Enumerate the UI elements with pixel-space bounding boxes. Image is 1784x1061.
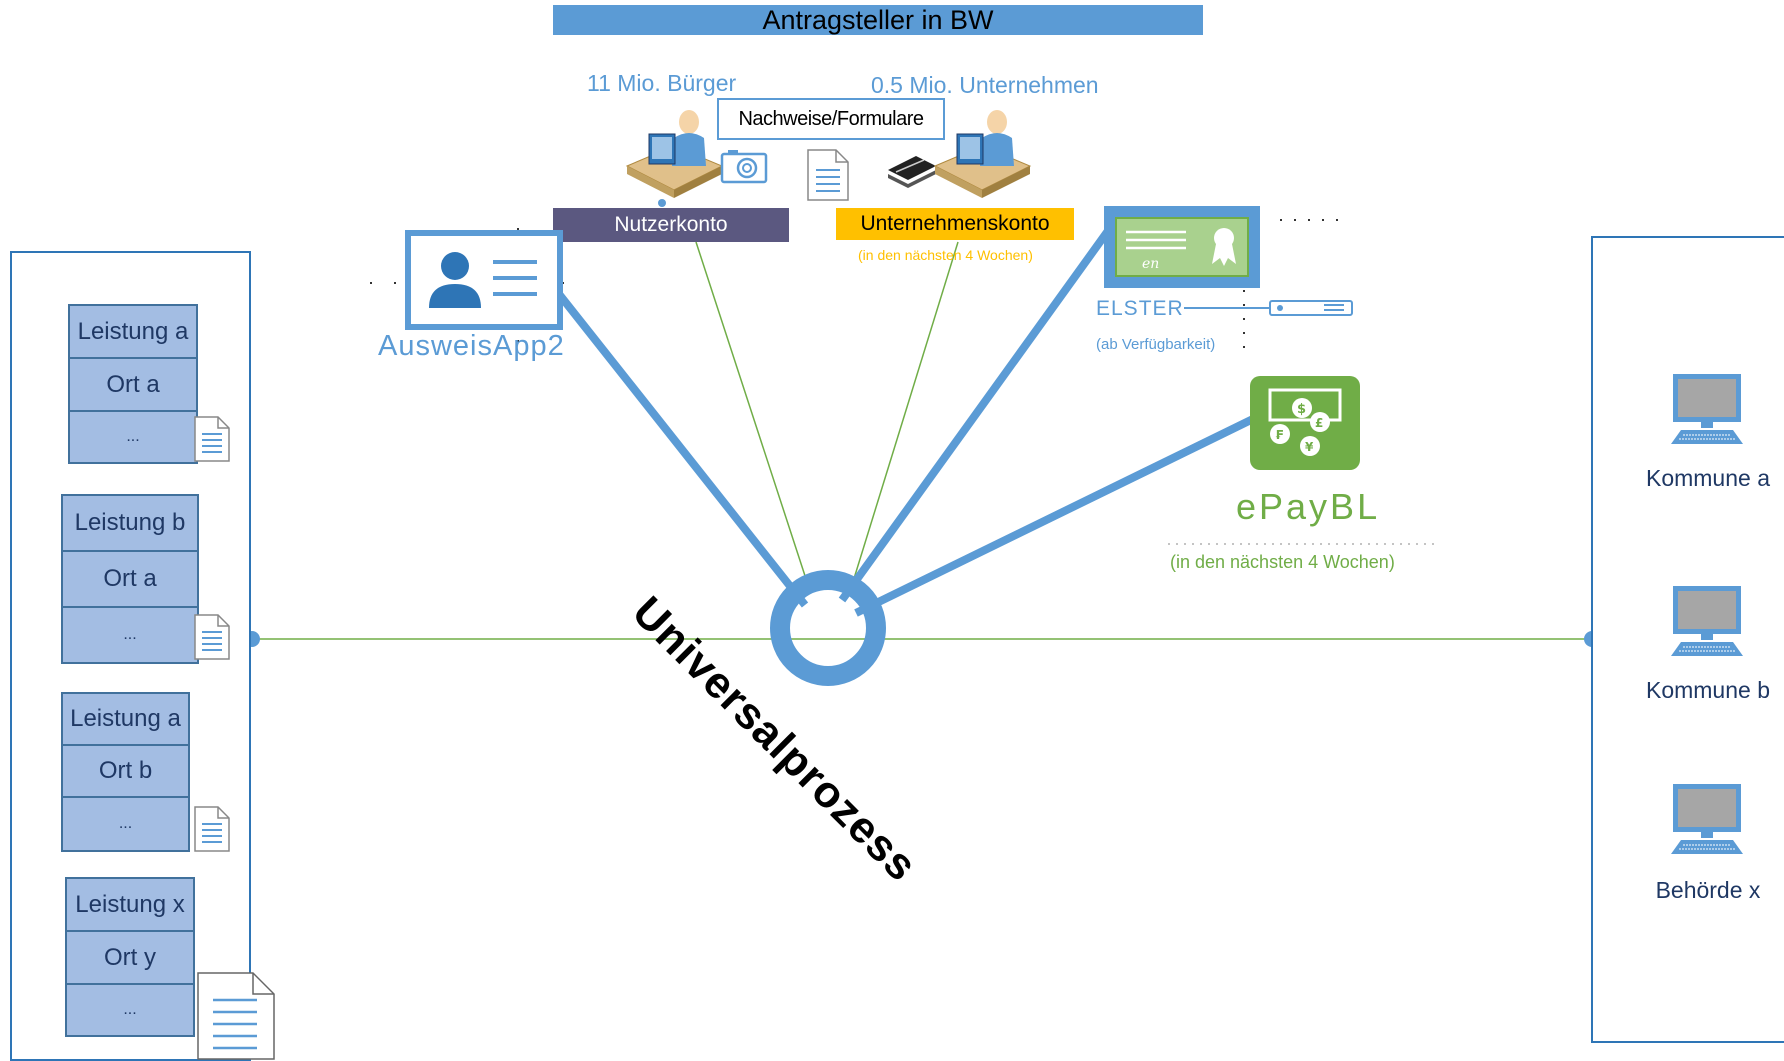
ausweisapp-icon bbox=[405, 230, 563, 330]
ort-cell: Ort a bbox=[68, 357, 198, 412]
more-cell: ... bbox=[61, 606, 199, 664]
unternehmenskonto-badge: Unternehmenskonto bbox=[836, 208, 1074, 240]
unternehmenskonto-note: (in den nächsten 4 Wochen) bbox=[858, 247, 1033, 263]
more-cell: ... bbox=[61, 796, 190, 852]
leistung-cell: Leistung a bbox=[68, 304, 198, 359]
ausweisapp-label: AusweisApp2 bbox=[378, 330, 565, 362]
universalprozess-ring bbox=[770, 570, 886, 686]
leistung-cell: Leistung a bbox=[61, 692, 190, 746]
document-icon-group-2 bbox=[194, 614, 230, 660]
leistung-cell: Leistung b bbox=[61, 494, 199, 552]
right-authorities-panel bbox=[1591, 236, 1784, 1043]
line-nutzerkonto bbox=[695, 241, 809, 586]
svg-text:£: £ bbox=[1315, 416, 1323, 430]
service-group-2[interactable]: Leistung b Ort a ... bbox=[61, 494, 199, 664]
elster-label: ELSTER bbox=[1096, 297, 1184, 320]
camera-icon bbox=[720, 150, 768, 184]
svg-text:¥: ¥ bbox=[1305, 440, 1314, 454]
epaybl-money-icon: $ £ ₣ ¥ bbox=[1250, 376, 1360, 470]
elster-certificate-icon: en bbox=[1104, 206, 1260, 288]
kommune-b-label: Kommune b bbox=[1645, 677, 1770, 703]
service-group-1[interactable]: Leistung a Ort a ... bbox=[68, 304, 198, 464]
more-cell: ... bbox=[68, 410, 198, 464]
scanner-icon bbox=[888, 156, 936, 188]
behoerde-x-label: Behörde x bbox=[1655, 877, 1761, 903]
leistung-cell: Leistung x bbox=[65, 877, 195, 932]
ort-cell: Ort a bbox=[61, 550, 199, 608]
computer-icon-kommune-b bbox=[1671, 586, 1743, 656]
elster-connector-icon bbox=[1184, 300, 1353, 316]
line-ausweisapp bbox=[551, 286, 809, 608]
svg-text:$: $ bbox=[1297, 402, 1306, 417]
document-icon bbox=[807, 149, 849, 201]
epaybl-label: ePayBL bbox=[1236, 486, 1381, 527]
service-group-4[interactable]: Leistung x Ort y ... bbox=[65, 877, 195, 1037]
kommune-a-label: Kommune a bbox=[1645, 465, 1770, 491]
citizen-user-icon bbox=[625, 110, 724, 207]
more-cell: ... bbox=[65, 983, 195, 1037]
companies-label: 0.5 Mio. Unternehmen bbox=[871, 72, 1099, 98]
service-group-3[interactable]: Leistung a Ort b ... bbox=[61, 692, 190, 852]
document-icon-group-3 bbox=[194, 806, 230, 852]
nachweise-formulare-label: Nachweise/Formulare bbox=[717, 98, 945, 140]
svg-text:en: en bbox=[1142, 256, 1159, 272]
svg-text:₣: ₣ bbox=[1275, 428, 1283, 442]
computer-icon-behoerde-x bbox=[1671, 784, 1743, 854]
line-unternehmenskonto bbox=[851, 241, 959, 586]
ort-cell: Ort y bbox=[65, 930, 195, 985]
line-epaybl bbox=[854, 414, 1257, 617]
page-title: Antragsteller in BW bbox=[553, 5, 1203, 35]
line-elster bbox=[838, 225, 1114, 603]
document-icon-group-1 bbox=[194, 416, 230, 462]
epaybl-note: (in den nächsten 4 Wochen) bbox=[1170, 552, 1395, 572]
nutzerkonto-badge: Nutzerkonto bbox=[553, 208, 789, 242]
elster-note: (ab Verfügbarkeit) bbox=[1096, 336, 1216, 353]
ort-cell: Ort b bbox=[61, 744, 190, 798]
company-user-icon bbox=[933, 110, 1032, 198]
document-icon-group-4 bbox=[197, 972, 275, 1060]
computer-icon-kommune-a bbox=[1671, 374, 1743, 444]
citizens-label: 11 Mio. Bürger bbox=[587, 70, 737, 96]
